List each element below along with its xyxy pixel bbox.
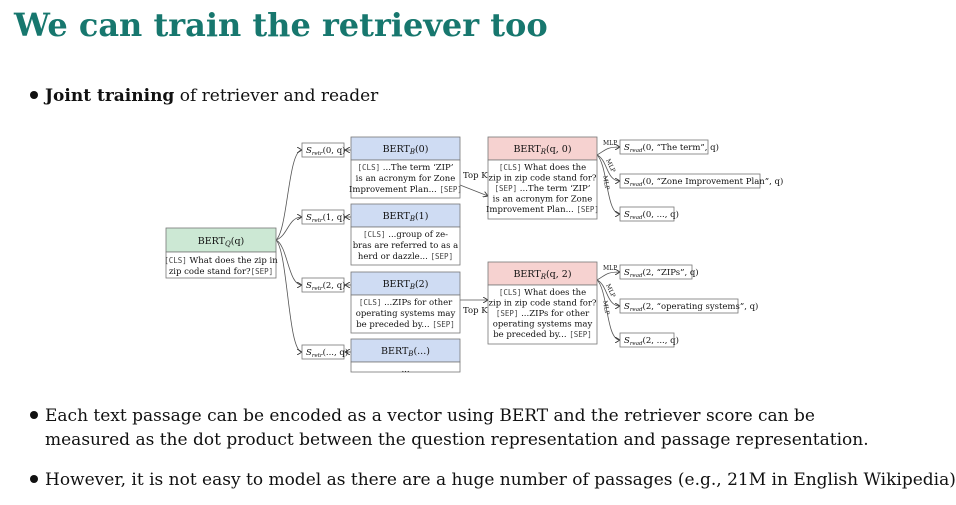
bullet-text-line1: Each text passage can be encoded as a ve…	[45, 406, 815, 426]
retriever-score-0-text: Sretr(0, q)	[306, 145, 345, 157]
retriever-score-2: Sretr(2, q)	[301, 277, 345, 293]
mlp-label: MLP	[601, 175, 610, 190]
retriever-score-1: Sretr(1, q)	[301, 209, 345, 225]
topk-arrows	[459, 184, 488, 300]
reader-line-0-1: zip in zip code stand for?	[489, 174, 597, 184]
passage-line-0-1: is an acronym for Zone	[356, 174, 456, 184]
reader-score-0-0: Sread(0, “The term”, q)	[619, 139, 719, 155]
passage-line-2-0: [CLS] ...ZIPs for other	[359, 298, 453, 308]
passage-line-1-1: bras are referred to as a	[353, 241, 459, 251]
question-text-line2: zip code stand for?[SEP]	[169, 267, 273, 277]
reader-score-1-2: Sread(2, ..., q)	[619, 332, 679, 348]
question-encoder-box: BERTQ(q) [CLS] What does the zip in zip …	[164, 227, 278, 279]
passage-line-3-0: ...	[401, 365, 409, 375]
bullet-joint-training: Joint training of retriever and reader	[30, 84, 378, 108]
passage-encoder-header-0: BERTB(0)	[383, 144, 429, 156]
retriever-score-group: Sretr(0, q) Sretr(1, q) Sretr(2, q) Sretr(.…	[301, 142, 348, 360]
retriever-score-1-text: Sretr(1, q)	[306, 212, 345, 224]
reader-score-1-0: Sread(2, “ZIPs”, q)	[619, 264, 699, 280]
bullet-text: However, it is not easy to model as ther…	[45, 470, 956, 490]
reader-line-1-3: operating systems may	[493, 320, 593, 330]
reader-line-1-4: be preceded by... [SEP]	[493, 330, 592, 340]
passage-encoder-2: BERTB(2) [CLS] ...ZIPs for otheroperating…	[350, 271, 461, 334]
reader-score-connectors	[596, 147, 620, 340]
passage-encoder-group: BERTB(0) [CLS] ...The term ‘ZIP’is an acr…	[349, 136, 462, 375]
bullet-difficulty: However, it is not easy to model as ther…	[30, 468, 956, 492]
mlp-label: MLP	[603, 140, 617, 147]
reader-line-1-0: [CLS] What does the	[499, 288, 586, 298]
mlp-labels: MLP MLP MLP MLP MLP MLP	[601, 140, 617, 315]
bullet-dot	[30, 410, 38, 419]
passage-encoder-header-2: BERTB(2)	[383, 279, 429, 291]
bullet-bold-text: Joint training	[45, 86, 175, 106]
reader-line-0-3: is an acronym for Zone	[493, 195, 593, 205]
reader-line-0-2: [SEP] ...The term ‘ZIP’	[495, 183, 591, 194]
bullet-dot	[30, 90, 38, 99]
question-encoder-header: BERTQ(q)	[198, 236, 245, 248]
mlp-label: MLP	[604, 158, 616, 174]
reader-score-1-2-text: Sread(2, ..., q)	[624, 335, 679, 347]
reader-score-group: Sread(0, “The term”, q) Sread(0, “Zone Im…	[619, 139, 783, 348]
passage-to-score-arrows	[345, 150, 351, 352]
passage-encoder-header-3: BERTB(...)	[381, 346, 430, 358]
topk-label-1: Top K	[463, 171, 488, 181]
question-text-line1: [CLS] What does the zip in	[164, 256, 278, 266]
reader-score-0-2: Sread(0, ..., q)	[619, 206, 679, 222]
reader-score-0-1: Sread(0, “Zone Improvement Plan”, q)	[619, 173, 783, 189]
passage-encoder-0: BERTB(0) [CLS] ...The term ‘ZIP’is an acr…	[349, 136, 462, 199]
passage-encoder-3: BERTB(...)...	[350, 338, 461, 375]
reader-line-0-4: Improvement Plan... [SEP]	[486, 205, 599, 215]
reader-score-0-2-text: Sread(0, ..., q)	[624, 209, 679, 221]
reader-score-1-0-text: Sread(2, “ZIPs”, q)	[624, 267, 699, 279]
retriever-score-3: Sretr(..., q)	[301, 344, 348, 360]
bullet-text-line2: measured as the dot product between the …	[45, 430, 869, 450]
reader-line-0-0: [CLS] What does the	[499, 163, 586, 173]
mlp-label: MLP	[603, 265, 617, 272]
reader-score-0-1-text: Sread(0, “Zone Improvement Plan”, q)	[624, 176, 783, 188]
retriever-score-3-text: Sretr(..., q)	[306, 347, 348, 359]
reader-line-1-1: zip in zip code stand for?	[489, 299, 597, 309]
bullet-text: of retriever and reader	[174, 86, 379, 106]
reader-line-1-2: [SEP] ...ZIPs for other	[496, 309, 590, 319]
mlp-label: MLP	[601, 300, 610, 315]
slide-title: We can train the retriever too	[14, 6, 548, 44]
reader-score-1-1: Sread(2, “operating systems”, q)	[619, 298, 758, 314]
passage-encoder-header-1: BERTB(1)	[383, 211, 429, 223]
passage-line-0-0: [CLS] ...The term ‘ZIP’	[358, 162, 454, 173]
mlp-label: MLP	[604, 283, 616, 299]
bullet-encoding: Each text passage can be encoded as a ve…	[30, 404, 869, 452]
reader-score-0-0-text: Sread(0, “The term”, q)	[624, 142, 719, 154]
retriever-score-2-text: Sretr(2, q)	[306, 280, 345, 292]
reader-header-1: BERTR(q, 2)	[513, 269, 571, 281]
passage-line-2-2: be preceded by... [SEP]	[356, 320, 455, 330]
bullet-dot	[30, 474, 38, 483]
topk-label-2: Top K	[463, 306, 488, 316]
retriever-score-0: Sretr(0, q)	[301, 142, 345, 158]
passage-line-0-2: Improvement Plan... [SEP]	[349, 185, 462, 195]
reader-score-1-1-text: Sread(2, “operating systems”, q)	[624, 301, 758, 313]
retriever-connectors	[275, 150, 302, 352]
reader-header-0: BERTR(q, 0)	[513, 144, 571, 156]
passage-encoder-1: BERTB(1) [CLS] ...group of ze-bras are re…	[350, 203, 461, 266]
passage-line-2-1: operating systems may	[356, 309, 456, 319]
passage-line-1-2: herd or dazzle... [SEP]	[358, 252, 453, 262]
passage-line-1-0: [CLS] ...group of ze-	[363, 230, 448, 240]
